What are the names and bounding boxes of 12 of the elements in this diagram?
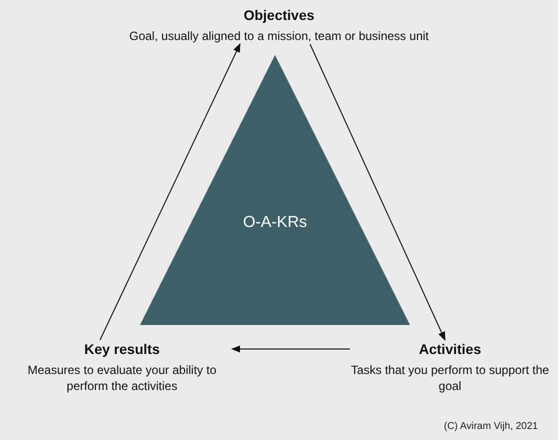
copyright-note: (C) Aviram Vijh, 2021 [444, 421, 538, 432]
node-description: Goal, usually aligned to a mission, team or business unit [129, 28, 429, 44]
node-heading: Key results [84, 340, 160, 358]
node-heading: Activities [418, 340, 482, 358]
arrow [231, 345, 350, 353]
arrow [310, 44, 446, 341]
arrow [100, 43, 240, 340]
node-description: Measures to evaluate your ability to perform the activities [26, 362, 218, 394]
node-description: Tasks that you perform to support the goal [350, 362, 550, 394]
triangle-shape [140, 55, 410, 325]
node-heading: Objectives [244, 6, 314, 24]
center-label: O-A-KRs [242, 213, 308, 233]
